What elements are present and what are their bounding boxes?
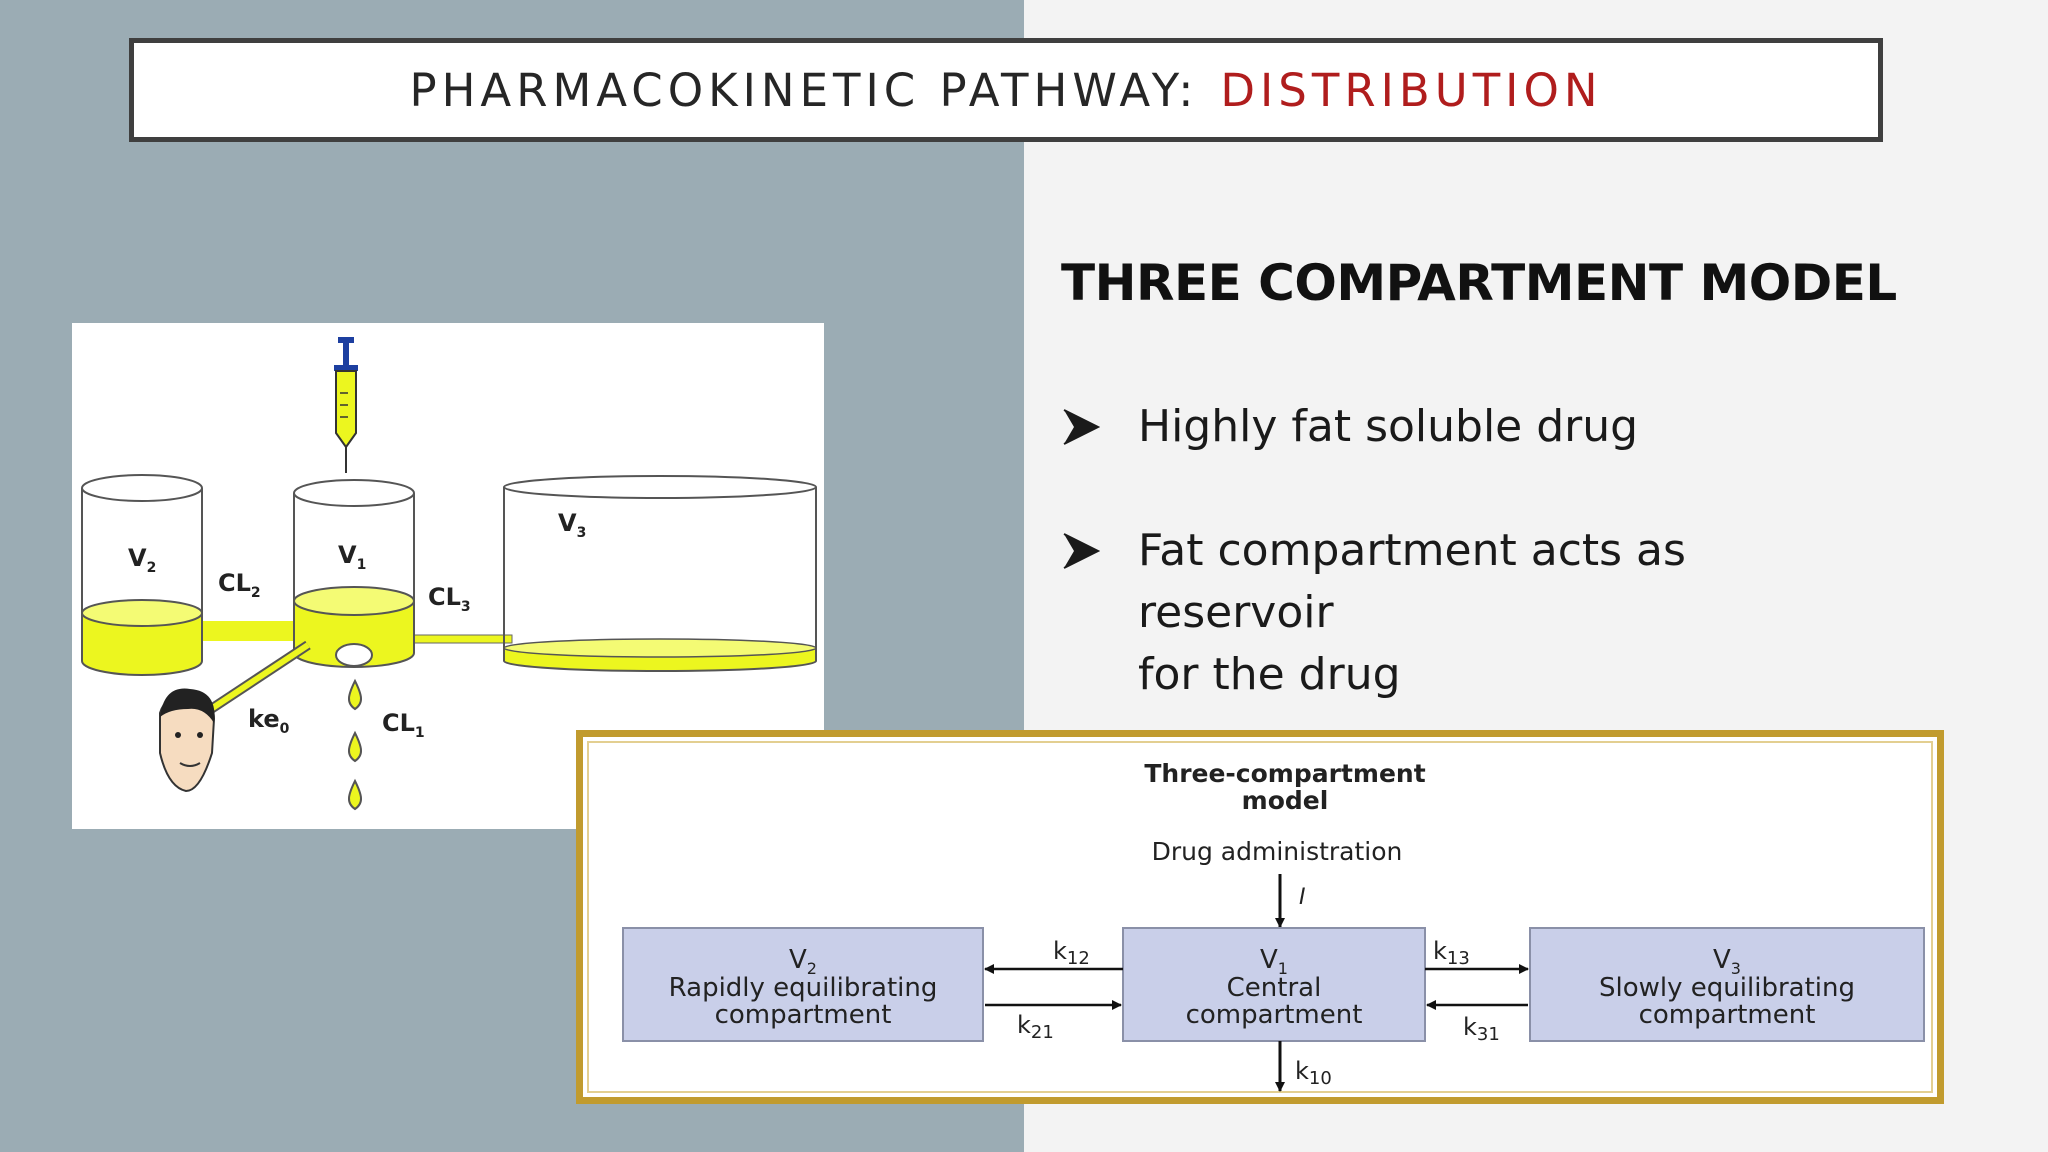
pipe-v2-v1: [192, 621, 302, 641]
input-rate-label: I: [1299, 885, 1306, 910]
cl2-label: CL2: [218, 569, 261, 601]
central-compartment-label-2: compartment: [1186, 1000, 1363, 1030]
bullet-text: Fat compartment acts as reservoir: [1138, 525, 1686, 638]
rapid-compartment-name: V2: [789, 945, 817, 978]
k10-label: k10: [1295, 1057, 1332, 1089]
slide-title-accent: DISTRIBUTION: [1220, 63, 1603, 117]
v2-tank: [81, 474, 203, 676]
v2-label: V2: [128, 544, 156, 576]
section-heading: THREE COMPARTMENT MODEL: [1061, 254, 1897, 312]
bullet-text: Highly fat soluble drug: [1138, 401, 1639, 452]
diagram-title: Three-compartment: [1144, 759, 1425, 788]
k13-label: k13: [1433, 937, 1470, 969]
patient-face-icon: [159, 688, 216, 793]
drug-administration-label: Drug administration: [1152, 837, 1403, 866]
v3-tank: [503, 475, 817, 672]
rapid-compartment-box: [622, 927, 984, 1042]
arrowhead-bullet-icon: [1062, 532, 1100, 570]
v1-label: V1: [338, 541, 366, 573]
central-compartment-label: Central: [1227, 973, 1322, 1003]
arrowhead-bullet-icon: [1062, 408, 1100, 446]
elimination-drops: [348, 678, 362, 811]
central-compartment-box: [1122, 927, 1426, 1042]
k31-label: k31: [1463, 1013, 1500, 1045]
v1-tank: [293, 479, 415, 668]
central-compartment-name: V1: [1260, 945, 1288, 978]
k12-label: k12: [1053, 937, 1090, 969]
bullet-text-continued: for the drug: [1138, 649, 1401, 700]
slow-compartment-label: Slowly equilibrating: [1599, 973, 1855, 1003]
v3-label: V3: [558, 509, 586, 541]
three-compartment-model-diagram: Three-compartment model Drug administrat…: [576, 730, 1944, 1104]
cl1-label: CL1: [382, 709, 425, 741]
rapid-compartment-label: Rapidly equilibrating: [669, 973, 938, 1003]
pipe-v1-v3: [401, 634, 513, 644]
bullet-item: Fat compartment acts as reservoir for th…: [1062, 520, 1882, 706]
bullet-list: Highly fat soluble drug Fat compartment …: [1062, 396, 1882, 768]
slow-compartment-label-2: compartment: [1639, 1000, 1816, 1030]
diagram-title-line2: model: [1242, 786, 1329, 815]
cl3-label: CL3: [428, 583, 471, 615]
compartment-tanks-illustration: V2 V1 V3 CL2 CL3 CL1 ke0: [72, 323, 824, 829]
slow-compartment-box: [1529, 927, 1925, 1042]
slide-title-box: PHARMACOKINETIC PATHWAY: DISTRIBUTION: [129, 38, 1883, 142]
k21-label: k21: [1017, 1011, 1054, 1043]
bullet-item: Highly fat soluble drug: [1062, 396, 1882, 458]
syringe-icon: [334, 337, 358, 473]
slide-title: PHARMACOKINETIC PATHWAY:: [409, 63, 1199, 117]
slow-compartment-name: V3: [1713, 945, 1741, 978]
rapid-compartment-label-2: compartment: [715, 1000, 892, 1030]
ke0-label: ke0: [248, 705, 290, 737]
